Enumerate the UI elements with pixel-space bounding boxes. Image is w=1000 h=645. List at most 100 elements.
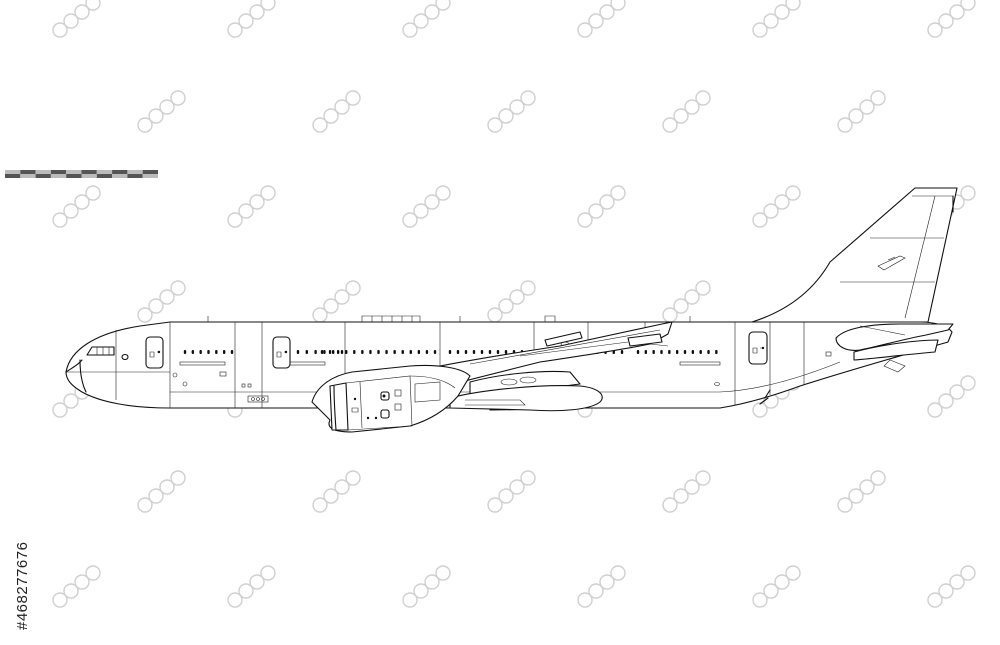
scale-segment bbox=[66, 174, 82, 178]
watermark-ring bbox=[238, 583, 254, 599]
watermark-ring bbox=[238, 203, 254, 219]
watermark-ring bbox=[695, 90, 711, 106]
scale-segment bbox=[96, 174, 113, 178]
cabin-window bbox=[652, 350, 655, 354]
scale-segment bbox=[50, 174, 67, 178]
cabin-window bbox=[464, 350, 468, 354]
watermark-ring bbox=[695, 280, 711, 296]
watermark-ring bbox=[848, 108, 864, 124]
cabin-window bbox=[230, 350, 234, 354]
watermark-ring bbox=[334, 289, 350, 305]
watermark-ring bbox=[520, 90, 536, 106]
cabin-window bbox=[401, 350, 404, 354]
cabin-window bbox=[668, 350, 671, 354]
watermark-ring bbox=[763, 13, 779, 29]
watermark-ring bbox=[159, 99, 175, 115]
scale-bar bbox=[5, 170, 158, 178]
watermark-ring bbox=[752, 22, 768, 38]
scale-segment bbox=[20, 174, 36, 178]
scale-segment bbox=[112, 174, 128, 178]
watermark-ring bbox=[848, 488, 864, 504]
watermark-ring bbox=[949, 4, 965, 20]
watermark-ring bbox=[673, 298, 689, 314]
watermark-ring bbox=[774, 4, 790, 20]
watermark-ring bbox=[249, 194, 265, 210]
cabin-window bbox=[691, 350, 695, 354]
watermark-ring bbox=[960, 185, 976, 201]
aircraft bbox=[65, 187, 958, 433]
cabin-window bbox=[296, 350, 300, 354]
scale-segment bbox=[5, 174, 21, 178]
watermark-ring bbox=[837, 117, 853, 133]
watermark-ring bbox=[52, 212, 68, 228]
watermark-ring bbox=[763, 583, 779, 599]
watermark-ring bbox=[148, 108, 164, 124]
cabin-window bbox=[314, 350, 317, 354]
watermark-ring bbox=[498, 488, 514, 504]
watermark-ring bbox=[260, 185, 276, 201]
cabin-window bbox=[222, 350, 226, 354]
scale-segment bbox=[35, 170, 51, 174]
cabin-window bbox=[433, 350, 437, 354]
cabin-window bbox=[393, 350, 396, 354]
watermark-ring bbox=[588, 583, 604, 599]
cabin-window bbox=[472, 350, 476, 354]
watermark-ring bbox=[938, 13, 954, 29]
watermark-ring bbox=[52, 592, 68, 608]
watermark-ring bbox=[435, 0, 451, 11]
cabin-window bbox=[377, 350, 380, 354]
watermark-ring bbox=[662, 117, 678, 133]
watermark-ring bbox=[938, 583, 954, 599]
watermark-ring bbox=[402, 22, 418, 38]
cabin-window bbox=[361, 350, 364, 354]
cabin-window bbox=[199, 350, 202, 354]
watermark-ring bbox=[74, 574, 90, 590]
wing bbox=[429, 321, 673, 391]
watermark-ring bbox=[74, 4, 90, 20]
watermark-ring bbox=[684, 479, 700, 495]
watermark-ring bbox=[785, 185, 801, 201]
watermark-ring bbox=[927, 592, 943, 608]
watermark-ring bbox=[238, 13, 254, 29]
cabin-window bbox=[715, 350, 718, 354]
watermark-ring bbox=[610, 565, 626, 581]
watermark-ring bbox=[52, 22, 68, 38]
fuselage-details bbox=[172, 315, 832, 403]
watermark-ring bbox=[588, 13, 604, 29]
cabin-window bbox=[332, 350, 335, 354]
watermark-ring bbox=[520, 280, 536, 296]
watermark-ring bbox=[402, 212, 418, 228]
watermark-ring bbox=[498, 298, 514, 314]
watermark-ring bbox=[695, 470, 711, 486]
watermark-ring bbox=[260, 565, 276, 581]
watermark-ring bbox=[927, 402, 943, 418]
watermark-ring bbox=[170, 470, 186, 486]
cabin-window bbox=[409, 350, 412, 354]
cabin-window bbox=[636, 350, 640, 354]
scale-segment bbox=[127, 170, 143, 174]
watermark-ring bbox=[509, 99, 525, 115]
watermark-ring bbox=[227, 592, 243, 608]
watermark-ring bbox=[960, 0, 976, 11]
watermark-ring bbox=[424, 4, 440, 20]
watermark-ring bbox=[345, 470, 361, 486]
watermark-ring bbox=[599, 574, 615, 590]
cabin-window bbox=[207, 350, 210, 354]
watermark-ring bbox=[949, 384, 965, 400]
watermark-ring bbox=[85, 0, 101, 11]
watermark-ring bbox=[334, 479, 350, 495]
watermark-ring bbox=[960, 565, 976, 581]
watermark-ring bbox=[323, 488, 339, 504]
watermark-ring bbox=[938, 393, 954, 409]
watermark-ring bbox=[312, 117, 328, 133]
watermark-ring bbox=[774, 574, 790, 590]
watermark-ring bbox=[170, 90, 186, 106]
watermark-ring bbox=[577, 212, 593, 228]
cabin-window bbox=[660, 350, 663, 354]
watermark-ring bbox=[74, 194, 90, 210]
watermark-ring bbox=[159, 479, 175, 495]
watermark-ring bbox=[63, 583, 79, 599]
watermark-ring bbox=[588, 203, 604, 219]
watermark-ring bbox=[345, 90, 361, 106]
